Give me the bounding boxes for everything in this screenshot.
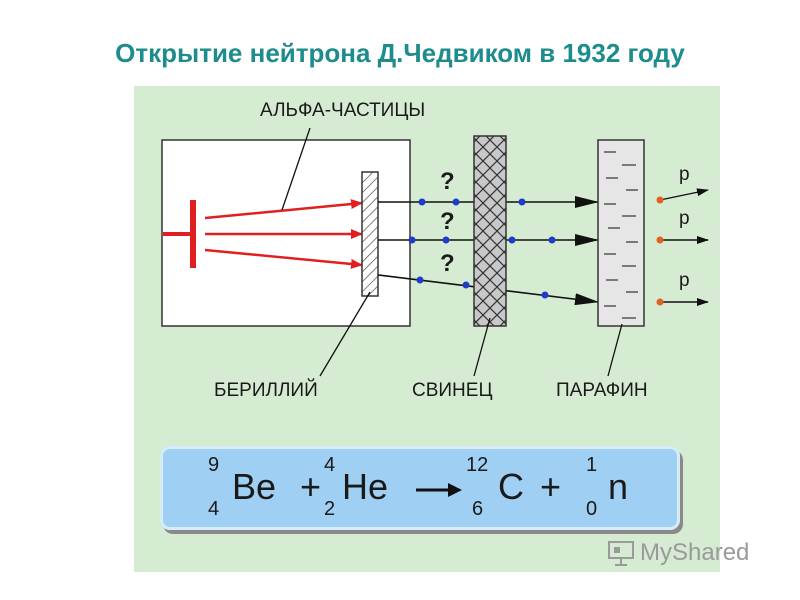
- alpha-ray-top: [204, 199, 363, 220]
- alpha-ray-bottom: [204, 248, 363, 269]
- alpha-source-icon: [163, 200, 196, 268]
- question-mark-middle: ?: [440, 208, 455, 235]
- leader-lead: [473, 317, 491, 377]
- be-mass-number: 9: [208, 454, 220, 476]
- page-title: Открытие нейтрона Д.Чедвиком в 1932 году: [115, 38, 685, 68]
- paraffin-block: [597, 139, 645, 327]
- n-mass-number: 1: [586, 454, 598, 476]
- presentation-board-icon: [608, 541, 634, 566]
- proton-ray-top: [659, 188, 709, 201]
- he-symbol: He: [342, 466, 389, 507]
- c-mass-number: 12: [466, 454, 489, 476]
- label-lead: СВИНЕЦ: [412, 380, 493, 401]
- beryllium-target: [361, 171, 379, 297]
- proton-label-top: p: [679, 164, 690, 185]
- he-charge-number: 2: [324, 498, 336, 520]
- label-paraffin: ПАРАФИН: [556, 380, 648, 401]
- c-charge-number: 6: [472, 498, 484, 520]
- n-charge-number: 0: [586, 498, 598, 520]
- label-beryllium: БЕРИЛЛИЙ: [214, 380, 318, 401]
- plus-sign-2: +: [540, 466, 562, 507]
- leader-alpha: [281, 127, 311, 211]
- paraffin-texture: [604, 151, 638, 319]
- watermark-logo: MyShared: [606, 538, 749, 568]
- question-mark-bottom: ?: [440, 250, 455, 277]
- he-mass-number: 4: [324, 454, 336, 476]
- neutron-dots: [408, 198, 556, 299]
- proton-label-middle: p: [679, 208, 690, 229]
- c-symbol: C: [498, 466, 524, 507]
- question-mark-top: ?: [440, 168, 455, 195]
- leader-paraffin: [607, 323, 623, 377]
- reaction-arrow-icon: [416, 483, 462, 497]
- watermark-text: MyShared: [640, 539, 750, 566]
- be-charge-number: 4: [208, 498, 220, 520]
- proton-dots: [656, 196, 664, 306]
- nuclear-reaction-equation: 9 4 Be + 4 2 He 12 6 C + 1 0 n: [160, 446, 680, 530]
- n-symbol: n: [608, 466, 629, 507]
- leader-beryllium: [319, 291, 371, 377]
- proton-label-bottom: p: [679, 270, 690, 291]
- plus-sign-1: +: [300, 466, 322, 507]
- be-symbol: Be: [232, 466, 277, 507]
- label-alpha-particles: АЛЬФА-ЧАСТИЦЫ: [260, 100, 426, 121]
